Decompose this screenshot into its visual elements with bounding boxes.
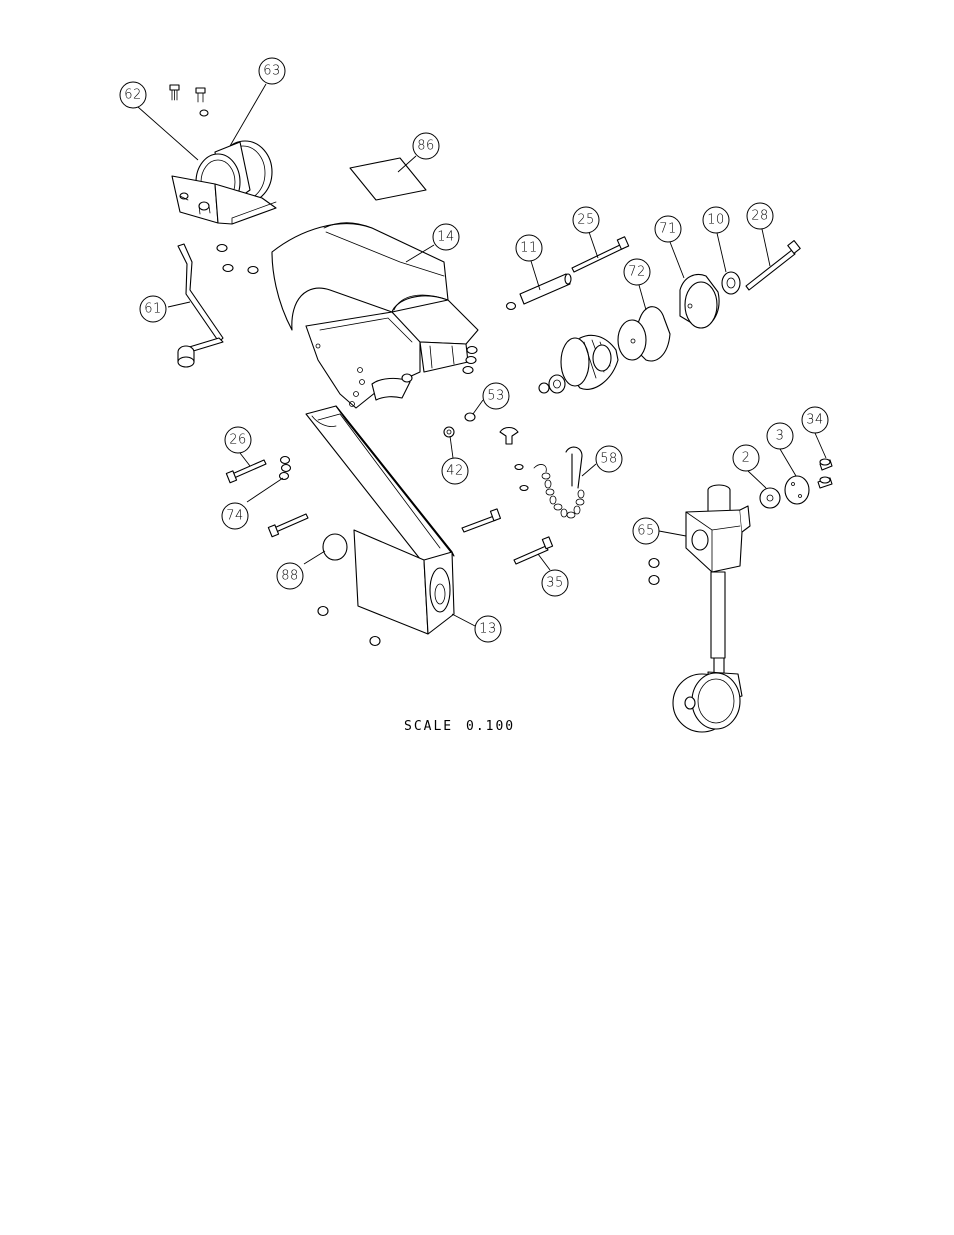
left-bolts (225, 455, 309, 538)
balloon-10: 10 (702, 206, 730, 234)
safety-chain (533, 446, 585, 519)
svg-text:10: 10 (707, 213, 725, 228)
roller-shafts (505, 236, 801, 311)
upper-body-frame (271, 222, 479, 409)
balloon-28: 28 (746, 202, 774, 230)
winch-bolt-left (169, 84, 180, 101)
balloon-62: 62 (119, 81, 147, 109)
balloon-34: 34 (801, 406, 829, 434)
svg-text:11: 11 (520, 241, 538, 256)
balloon-63: 63 (258, 57, 286, 85)
balloon-53: 53 (482, 382, 510, 410)
tongue-jack (648, 458, 833, 733)
winch-washer (199, 109, 209, 117)
svg-text:35: 35 (546, 576, 564, 591)
balloon-14: 14 (432, 223, 460, 251)
balloon-61: 61 (139, 295, 167, 323)
svg-text:53: 53 (487, 389, 505, 404)
svg-text:14: 14 (437, 230, 455, 245)
scale-value: 0.100 (466, 719, 515, 734)
lower-tongue-frame (305, 405, 455, 647)
svg-text:13: 13 (479, 622, 497, 637)
balloon-88: 88 (276, 562, 304, 590)
decal-plate (349, 157, 427, 201)
leader-lines (137, 83, 827, 627)
winch-handle (177, 243, 224, 368)
svg-text:72: 72 (628, 265, 646, 280)
balloon-74: 74 (221, 502, 249, 530)
svg-text:3: 3 (776, 429, 785, 444)
svg-text:88: 88 (281, 569, 299, 584)
svg-text:2: 2 (742, 451, 751, 466)
balloon-65: 65 (632, 517, 660, 545)
svg-text:74: 74 (226, 509, 244, 524)
balloon-13: 13 (474, 615, 502, 643)
svg-text:62: 62 (124, 88, 142, 103)
balloon-25: 25 (572, 206, 600, 234)
winch-bolt-right (195, 87, 206, 103)
loose-hardware (443, 412, 554, 565)
svg-text:65: 65 (637, 524, 655, 539)
balloon-71: 71 (654, 215, 682, 243)
balloon-3: 3 (766, 422, 794, 450)
scale-note: SCALE 0.100 (404, 719, 515, 734)
svg-text:61: 61 (144, 302, 162, 317)
balloon-11: 11 (515, 234, 543, 262)
svg-text:26: 26 (229, 433, 247, 448)
svg-text:42: 42 (446, 464, 464, 479)
svg-text:86: 86 (417, 139, 435, 154)
balloon-35: 35 (541, 569, 569, 597)
balloon-42: 42 (441, 457, 469, 485)
svg-text:63: 63 (263, 64, 281, 79)
winch-assembly (169, 84, 277, 275)
svg-text:25: 25 (577, 213, 595, 228)
balloon-2: 2 (732, 444, 760, 472)
svg-text:58: 58 (600, 452, 618, 467)
scale-label: SCALE (404, 719, 453, 734)
balloon-58: 58 (595, 445, 623, 473)
rollers (538, 271, 741, 394)
svg-text:34: 34 (806, 413, 824, 428)
balloon-26: 26 (224, 426, 252, 454)
svg-text:71: 71 (659, 222, 677, 237)
balloon-72: 72 (623, 258, 651, 286)
balloon-86: 86 (412, 132, 440, 160)
svg-text:28: 28 (751, 209, 769, 224)
